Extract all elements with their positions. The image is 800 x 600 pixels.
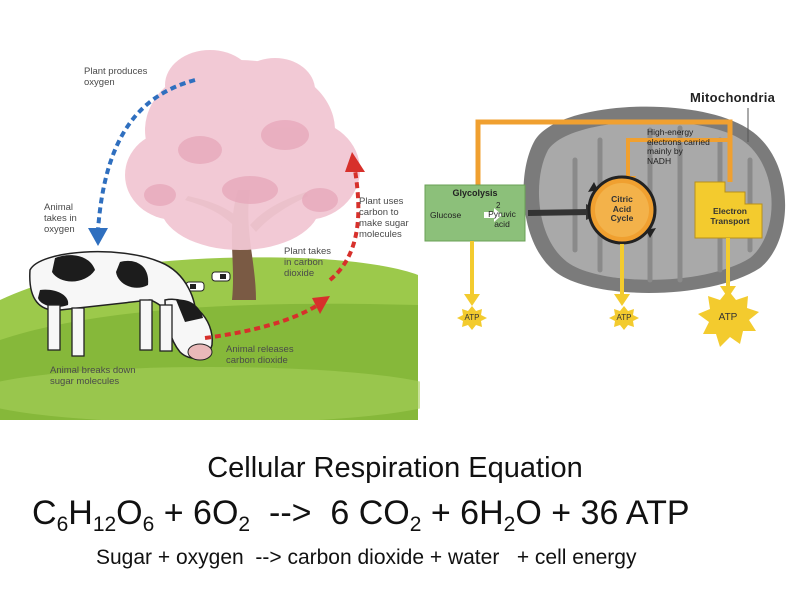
pyruvate-arrow (528, 212, 590, 213)
chemical-formula: C6H12O6 + 6O2 --> 6 CO2 + 6H2O + 36 ATP (32, 494, 690, 533)
formula-c-sub: 6 (57, 513, 69, 536)
formula-o2-sub: 2 (238, 513, 250, 536)
formula-arrow-co2: --> 6 CO (250, 494, 410, 532)
formula-o: O (116, 494, 142, 532)
atp-label-1: ATP (460, 313, 484, 322)
glycolysis-glucose: Glucose (430, 211, 461, 221)
formula-o-sub: 6 (143, 513, 155, 536)
formula-c: C (32, 494, 57, 532)
formula-co2-sub: 2 (410, 513, 422, 536)
equation-title: Cellular Respiration Equation (0, 452, 790, 485)
mitochondria-title: Mitochondria (690, 90, 775, 105)
formula-h2-sub: 2 (504, 513, 516, 536)
formula-h-sub: 12 (93, 513, 116, 536)
formula-tail: O + 36 ATP (515, 494, 689, 532)
word-equation: Sugar + oxygen --> carbon dioxide + wate… (96, 546, 636, 570)
formula-h: H (68, 494, 93, 532)
formula-plus-water: + 6H (421, 494, 503, 532)
atp-label-2: ATP (612, 313, 636, 322)
formula-plus-oxygen: + 6O (154, 494, 238, 532)
glycolysis-title: Glycolysis (425, 189, 525, 199)
atp-label-3: ATP (713, 312, 743, 323)
